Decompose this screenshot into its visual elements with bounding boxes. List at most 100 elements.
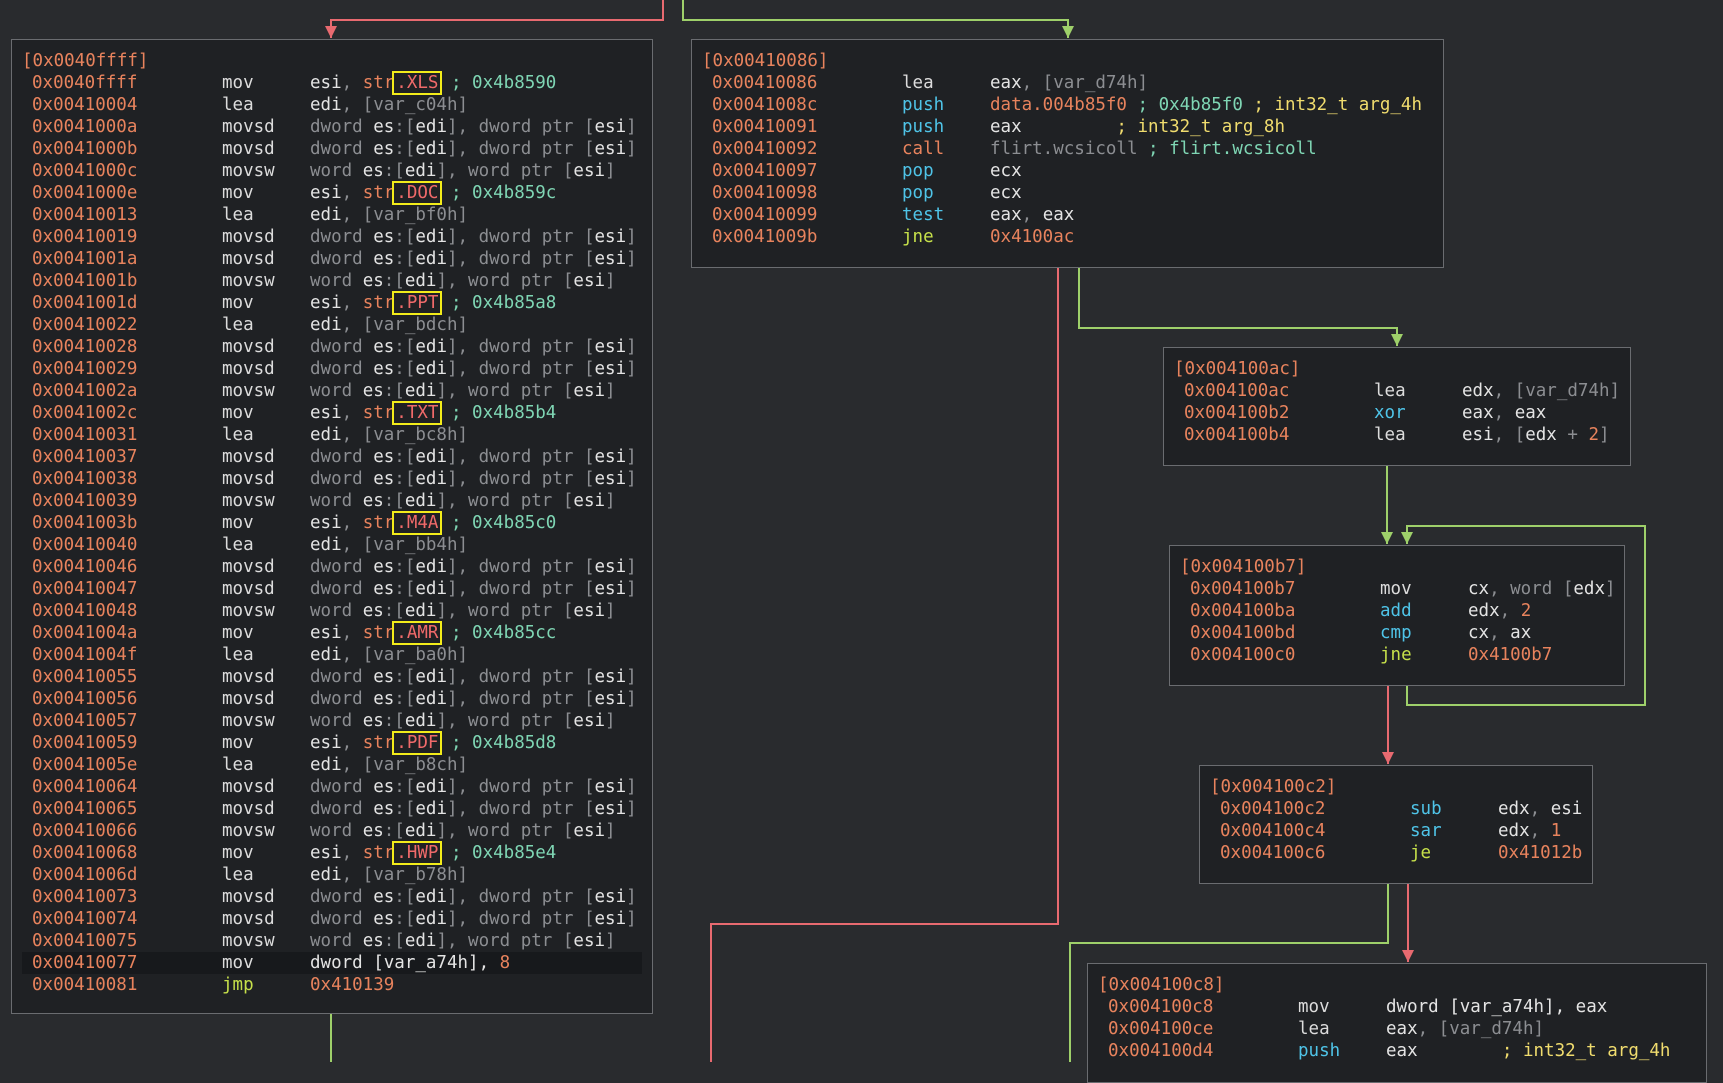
operand-token: , [: [1493, 425, 1526, 445]
operand-token: edi: [415, 689, 447, 709]
instruction-address: 0x00410048: [32, 601, 138, 621]
instruction-operands: esi, str.HWP ; 0x4b85e4: [310, 841, 556, 865]
instruction-mnemonic: mov: [1298, 997, 1330, 1017]
operand-token: :[: [394, 447, 416, 467]
operand-token: edi: [310, 95, 342, 115]
instruction-mnemonic: movsw: [222, 931, 275, 951]
instruction-mnemonic: add: [1380, 601, 1412, 621]
edge-arrowhead-icon: [1401, 532, 1413, 544]
operand-token: ,: [1021, 205, 1043, 225]
instruction-operands: esi, str.M4A ; 0x4b85c0: [310, 511, 556, 535]
operand-token: ]: [626, 337, 637, 357]
instruction-operands: dword es:[edi], dword ptr [esi]: [310, 666, 637, 688]
operand-token: edi: [404, 491, 437, 511]
operand-token: ]: [626, 227, 637, 247]
operand-token: cx: [1468, 623, 1490, 643]
instruction-operands: cx, ax: [1468, 622, 1531, 644]
operand-token: ], word ptr [: [436, 161, 574, 181]
instruction-mnemonic: mov: [222, 403, 254, 423]
instruction-mnemonic: sar: [1410, 821, 1442, 841]
operand-token: , [var_d74h]: [1021, 73, 1149, 93]
operand-token: es: [373, 689, 395, 709]
instruction-mnemonic: movsd: [222, 557, 275, 577]
instruction-address: 0x00410086: [712, 73, 818, 93]
operand-token: ], word ptr [: [436, 381, 574, 401]
instruction-operands: dword es:[edi], dword ptr [esi]: [310, 226, 637, 248]
instruction-operands: dword es:[edi], dword ptr [esi]: [310, 908, 637, 930]
instruction-mnemonic: movsd: [222, 469, 275, 489]
operand-token: edi: [310, 315, 342, 335]
edge-arrowhead-icon: [1391, 334, 1403, 346]
